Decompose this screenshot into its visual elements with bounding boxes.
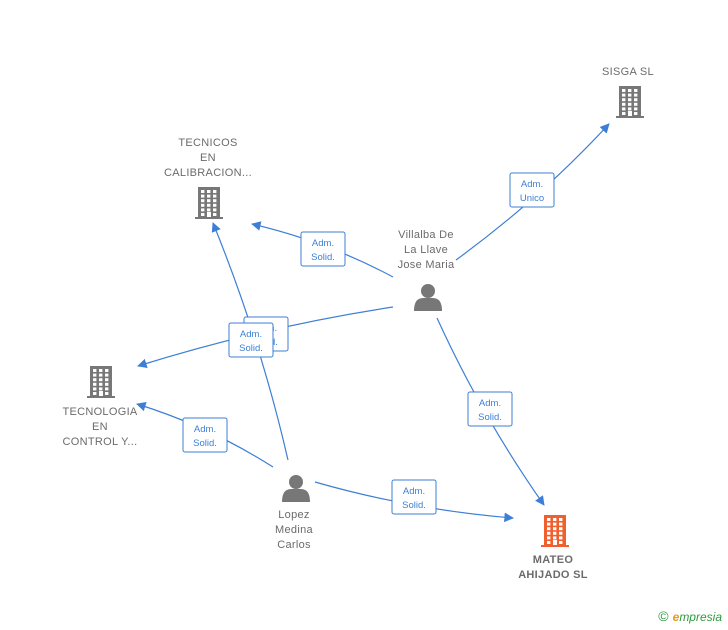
building-icon-tecnicos[interactable] xyxy=(195,187,223,219)
edge-label-lopez-mateo[interactable]: Adm. Solid. xyxy=(391,479,437,515)
node-label-tecnicos[interactable]: TECNICOS EN CALIBRACION... xyxy=(164,137,252,179)
node-label-sisga[interactable]: SISGA SL xyxy=(602,66,654,78)
copyright-symbol: © xyxy=(658,608,669,624)
edge-label-villalba-tecnicos[interactable]: Adm. Solid. xyxy=(300,231,346,267)
node-label-villalba[interactable]: Villalba De La Llave Jose Maria xyxy=(397,229,455,271)
edge-label-line: Adm. xyxy=(521,179,543,190)
edge-label-lopez-tecnicos[interactable]: Adm. Solid. xyxy=(228,322,274,358)
edge-label-lopez-tecnologia[interactable]: Adm. Solid. xyxy=(182,417,228,453)
edge-label-line: Solid. xyxy=(402,500,426,511)
brand-rest: mpresia xyxy=(679,610,722,624)
empresia-logo: ©empresia xyxy=(658,608,722,624)
edge-label-line: Solid. xyxy=(239,343,263,354)
edge-label-line: Adm. xyxy=(479,398,501,409)
person-icon-villalba[interactable] xyxy=(414,284,442,311)
edge-label-line: Solid. xyxy=(193,438,217,449)
edge-label-villalba-mateo[interactable]: Adm. Solid. xyxy=(467,391,513,427)
building-icon-tecnologia[interactable] xyxy=(87,366,115,398)
edge-label-villalba-sisga[interactable]: Adm. Unico xyxy=(509,172,555,208)
building-icon-sisga[interactable] xyxy=(616,86,644,118)
edge-label-line: Unico xyxy=(520,193,544,204)
brand-e: e xyxy=(672,610,680,624)
edge-label-line: Adm. xyxy=(240,329,262,340)
edge-label-line: Adm. xyxy=(194,424,216,435)
edge-label-line: Solid. xyxy=(478,412,502,423)
edge-label-line: Adm. xyxy=(312,238,334,249)
node-label-lopez[interactable]: Lopez Medina Carlos xyxy=(275,509,313,551)
node-label-mateo[interactable]: MATEO AHIJADO SL xyxy=(518,554,588,581)
node-label-tecnologia[interactable]: TECNOLOGIA EN CONTROL Y... xyxy=(62,406,138,448)
edge-label-line: Adm. xyxy=(403,486,425,497)
person-icon-lopez[interactable] xyxy=(282,475,310,502)
edge-label-line: Solid. xyxy=(311,252,335,263)
building-icon-mateo[interactable] xyxy=(541,515,569,547)
